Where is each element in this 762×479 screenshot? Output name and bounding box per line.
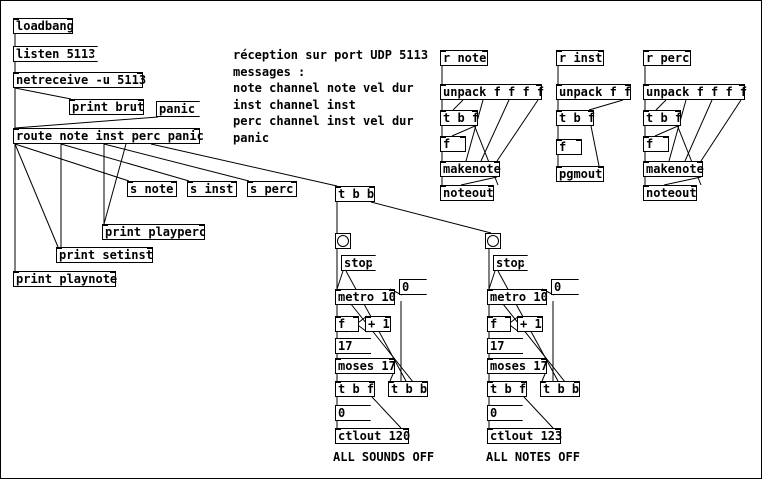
print-setinst-object[interactable]: print setinst bbox=[56, 247, 153, 263]
float-inst-object[interactable]: f bbox=[556, 139, 582, 155]
makenote-note-object[interactable]: makenote bbox=[440, 161, 501, 177]
send-perc-object[interactable]: s perc bbox=[247, 181, 297, 197]
trigger-tbf-b-object[interactable]: t b f bbox=[487, 381, 527, 397]
moses-a-object[interactable]: moses 17 bbox=[335, 358, 396, 374]
zero-message-a[interactable]: 0 bbox=[399, 279, 427, 295]
route-object[interactable]: route note inst perc panic bbox=[13, 128, 204, 144]
moses-b-object[interactable]: moses 17 bbox=[487, 358, 548, 374]
send-inst-object[interactable]: s inst bbox=[187, 181, 237, 197]
unpack-note-object[interactable]: unpack f f f f bbox=[440, 84, 544, 100]
float-note-object[interactable]: f bbox=[440, 136, 466, 152]
number-atom-b[interactable]: 17 bbox=[487, 338, 523, 354]
stop-message-a[interactable]: stop bbox=[341, 255, 376, 271]
netreceive-object[interactable]: netreceive -u 5113 bbox=[13, 72, 146, 88]
trigger-tbb-b-object[interactable]: t b b bbox=[540, 381, 580, 397]
plus-one-b-object[interactable]: + 1 bbox=[517, 316, 543, 332]
zero-send-message-a[interactable]: 0 bbox=[335, 405, 371, 421]
noteout-note-object[interactable]: noteout bbox=[440, 185, 494, 201]
float-perc-object[interactable]: f bbox=[643, 136, 669, 152]
listen-message[interactable]: listen 5113 bbox=[13, 46, 98, 62]
panic-message[interactable]: panic bbox=[156, 101, 200, 117]
ctlout-123-object[interactable]: ctlout 123 bbox=[487, 428, 562, 444]
send-note-object[interactable]: s note bbox=[127, 181, 177, 197]
float-b-object[interactable]: f bbox=[487, 316, 511, 332]
print-brut-object[interactable]: print brut bbox=[69, 99, 144, 115]
trigger-inst-object[interactable]: t b f bbox=[556, 110, 595, 126]
trigger-main-object[interactable]: t b b bbox=[335, 186, 375, 202]
print-playnote-object[interactable]: print playnote bbox=[13, 271, 117, 287]
trigger-tbf-a-object[interactable]: t b f bbox=[335, 381, 375, 397]
loadbang-object[interactable]: loadbang bbox=[13, 18, 74, 34]
pgmout-object[interactable]: pgmout bbox=[556, 166, 604, 182]
metro-b-object[interactable]: metro 10 bbox=[487, 289, 548, 305]
info-comment: réception sur port UDP 5113 messages : n… bbox=[233, 48, 429, 145]
ctlout-120-object[interactable]: ctlout 120 bbox=[335, 428, 410, 444]
number-atom-a[interactable]: 17 bbox=[335, 338, 371, 354]
receive-inst-object[interactable]: r inst bbox=[556, 50, 604, 66]
unpack-inst-object[interactable]: unpack f f bbox=[556, 84, 631, 100]
receive-perc-object[interactable]: r perc bbox=[643, 50, 691, 66]
bang-b[interactable] bbox=[485, 233, 501, 249]
all-notes-off-comment: ALL NOTES OFF bbox=[486, 450, 580, 464]
plus-one-a-object[interactable]: + 1 bbox=[365, 316, 391, 332]
trigger-perc-object[interactable]: t b f bbox=[643, 110, 682, 126]
trigger-tbb-a-object[interactable]: t b b bbox=[388, 381, 428, 397]
trigger-note-object[interactable]: t b f bbox=[440, 110, 479, 126]
makenote-perc-object[interactable]: makenote bbox=[643, 161, 704, 177]
all-sounds-off-comment: ALL SOUNDS OFF bbox=[333, 450, 435, 464]
zero-send-message-b[interactable]: 0 bbox=[487, 405, 523, 421]
stop-message-b[interactable]: stop bbox=[493, 255, 528, 271]
receive-note-object[interactable]: r note bbox=[440, 50, 488, 66]
metro-a-object[interactable]: metro 10 bbox=[335, 289, 396, 305]
float-a-object[interactable]: f bbox=[335, 316, 359, 332]
zero-message-b[interactable]: 0 bbox=[551, 279, 579, 295]
bang-a[interactable] bbox=[335, 233, 351, 249]
print-playperc-object[interactable]: print playperc bbox=[102, 224, 206, 240]
noteout-perc-object[interactable]: noteout bbox=[643, 185, 697, 201]
unpack-perc-object[interactable]: unpack f f f f bbox=[643, 84, 747, 100]
